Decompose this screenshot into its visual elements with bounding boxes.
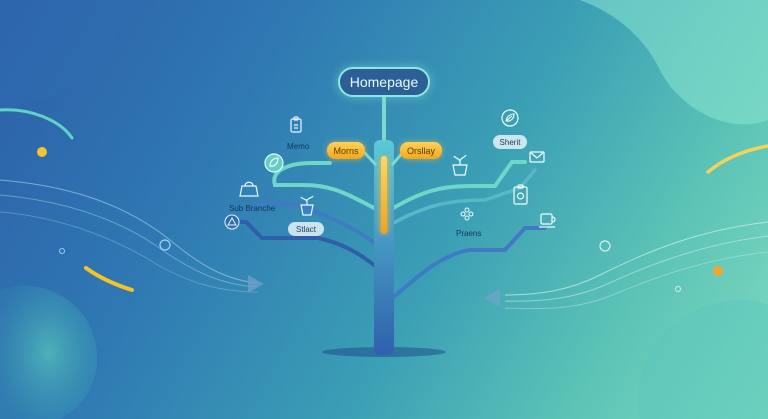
root-node-homepage[interactable]: Homepage — [338, 67, 430, 97]
potted-plant-icon — [300, 195, 314, 216]
node-sherit[interactable]: Sherit — [493, 135, 527, 149]
blob-bottom-right — [638, 299, 768, 419]
plant-pot-icon — [452, 154, 468, 176]
node-orsllay[interactable]: Orsllay — [400, 142, 442, 159]
clipboard-icon — [290, 116, 302, 133]
blob-bottom-left — [0, 285, 98, 419]
coffee-cup-icon — [539, 213, 556, 228]
branch-left-middle — [244, 199, 380, 247]
flow-line-right-3 — [504, 251, 768, 310]
arrow-left — [248, 275, 264, 293]
flow-lines-right — [504, 221, 768, 296]
flow-line-left-3 — [0, 211, 259, 293]
node-morns[interactable]: Morns — [327, 142, 365, 159]
branch-right-lower — [388, 226, 547, 302]
leaf-icon — [501, 109, 519, 127]
node-stlact[interactable]: Stlact — [288, 222, 324, 236]
blob-top-right — [580, 0, 768, 125]
branch-left-upper — [272, 161, 380, 212]
node-sub-branche: Sub Branche — [229, 204, 276, 213]
flow-lines-left — [0, 179, 259, 284]
ring-left — [159, 239, 171, 251]
leaf-badge-icon — [264, 153, 284, 173]
document-icon — [513, 184, 528, 205]
arrow-right — [484, 289, 500, 307]
warning-badge-icon — [224, 214, 240, 230]
dot-gold-left — [37, 147, 47, 157]
ring-right — [599, 240, 611, 252]
flow-line-left-2 — [0, 194, 259, 288]
dot-small-1 — [59, 248, 65, 254]
dot-small-2 — [675, 286, 681, 292]
blob-top-left — [0, 0, 122, 110]
tree-branches — [230, 96, 547, 302]
flow-line-right-2 — [504, 235, 768, 302]
branch-right-upper — [388, 160, 527, 212]
node-praens: Praens — [456, 229, 482, 238]
arc-left-teal — [0, 108, 74, 140]
arc-left-gold — [84, 266, 134, 292]
dots-icon — [460, 207, 474, 221]
mail-icon — [529, 151, 545, 163]
node-memo: Memo — [287, 142, 310, 151]
bag-icon — [239, 181, 259, 197]
trunk-highlight — [381, 156, 387, 234]
branch-left-lower — [230, 220, 380, 270]
arc-right-gold — [706, 144, 768, 174]
branch-right-middle — [388, 168, 537, 227]
dot-gold-right — [713, 266, 723, 276]
